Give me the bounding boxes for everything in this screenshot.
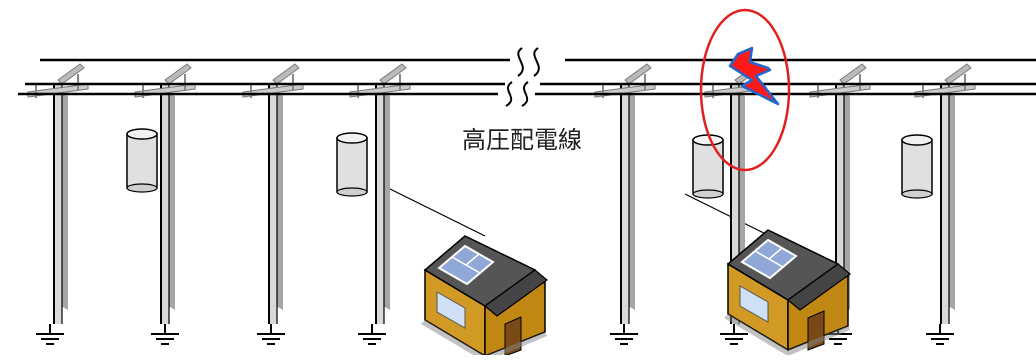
ground-symbol-icon bbox=[925, 323, 955, 345]
ground-symbol-icon bbox=[609, 323, 639, 345]
utility-pole bbox=[27, 63, 89, 325]
utility-pole bbox=[134, 63, 196, 325]
pole-transformer bbox=[692, 134, 724, 199]
pole-transformer bbox=[901, 134, 933, 199]
line-break-mark bbox=[505, 47, 540, 107]
ground-symbol-icon bbox=[256, 323, 286, 345]
utility-pole bbox=[242, 63, 304, 325]
utility-pole bbox=[594, 63, 656, 325]
lightning-bolt-icon bbox=[728, 46, 780, 106]
fault-location-ellipse bbox=[699, 8, 791, 172]
house-with-solar-panel-icon bbox=[420, 235, 548, 360]
ground-symbol-icon bbox=[35, 323, 65, 345]
high-voltage-lines-left bbox=[18, 58, 510, 96]
pole-transformer bbox=[126, 128, 158, 193]
ground-symbol-icon bbox=[150, 323, 180, 345]
high-voltage-line-label: 高圧配電線 bbox=[462, 126, 582, 154]
service-drop-wire bbox=[381, 184, 486, 237]
ground-symbol-icon bbox=[357, 323, 387, 345]
pole-transformer bbox=[336, 132, 368, 197]
